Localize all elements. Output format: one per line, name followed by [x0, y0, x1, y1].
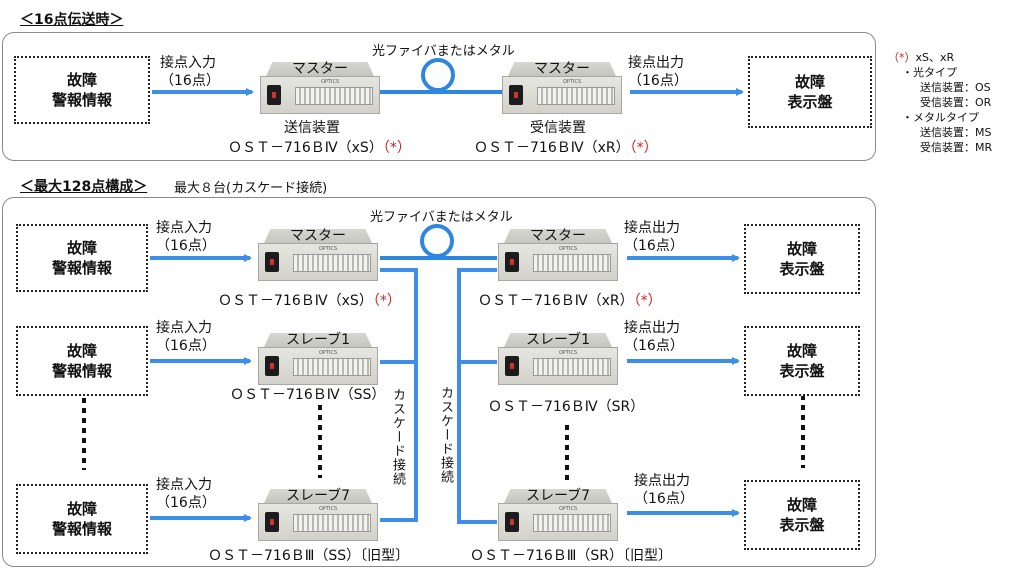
top-heading: ＜16点伝送時＞: [20, 12, 124, 28]
input-label-3: 接点入力（16点）: [156, 477, 216, 511]
power-switch-icon: [265, 512, 279, 532]
display-box-2: 故障表示盤: [744, 326, 860, 396]
left-slave7-model: ＯＳＴ－716ＢⅢ（SS）〔旧型〕: [208, 548, 410, 564]
left-master-model: ＯＳＴ－716ＢⅣ（xS）（*）: [218, 293, 401, 309]
display-box-1: 故障表示盤: [744, 224, 860, 294]
top-tx-device: OPTICS マスター: [260, 61, 380, 114]
bottom-fiber-coil: [420, 224, 454, 258]
top-rx-device: OPTICS マスター: [502, 61, 622, 114]
left-cascade-bus: [380, 268, 418, 522]
output-label-3: 接点出力（16点）: [634, 473, 694, 507]
input-label-2: 接点入力（16点）: [156, 320, 216, 354]
top-tx-role: 送信装置: [284, 120, 340, 136]
right-slave7-device: OPTICS スレーブ7: [498, 488, 618, 541]
legend: （*）xS、xR ・光タイプ 送信装置：OS 受信装置：OR ・メタルタイプ 送…: [888, 51, 993, 154]
left-slave1-device: OPTICS スレーブ1: [258, 332, 378, 385]
top-display-box: 故障 表示盤: [748, 56, 872, 128]
cascade-label-right: カスケード接続: [438, 386, 453, 484]
right-slave7-model: ＯＳＴ－716ＢⅢ（SR）〔旧型〕: [470, 548, 672, 564]
alarm-box-3: 故障警報情報: [16, 484, 148, 554]
input-label-1: 接点入力（16点）: [156, 220, 216, 254]
top-output-label: 接点出力 （16点）: [628, 55, 688, 89]
right-cascade-bus: [457, 268, 497, 524]
power-switch-icon: [265, 252, 279, 272]
top-alarm-box: 故障 警報情報: [14, 56, 150, 124]
cascade-label-left: カスケード接続: [390, 388, 405, 486]
power-switch-icon: [505, 512, 519, 532]
power-switch-icon: [505, 252, 519, 272]
right-slave1-model: ＯＳＴ－716ＢⅣ（SR）: [488, 399, 645, 415]
right-slave1-device: OPTICS スレーブ1: [498, 332, 618, 385]
top-tx-model: ＯＳＴ－716ＢⅣ（xS）（*）: [228, 140, 411, 156]
power-switch-icon: [265, 356, 279, 376]
power-switch-icon: [505, 356, 519, 376]
bottom-subheading: 最大８台(カスケード接続): [174, 181, 328, 196]
output-label-2: 接点出力（16点）: [624, 320, 684, 354]
power-switch-icon: [267, 85, 281, 105]
bottom-fiber-label: 光ファイバまたはメタル: [370, 210, 513, 225]
top-fiber-coil: [421, 58, 455, 92]
top-input-label: 接点入力 （16点）: [160, 55, 220, 89]
left-slave7-device: OPTICS スレーブ7: [258, 488, 378, 541]
bottom-heading: ＜最大128点構成＞: [20, 179, 148, 195]
top-fiber-label: 光ファイバまたはメタル: [372, 44, 515, 59]
top-rx-model: ＯＳＴ－716ＢⅣ（xR）（*）: [474, 140, 658, 156]
left-slave1-model: ＯＳＴ－716ＢⅣ（SS）: [230, 387, 386, 403]
display-box-3: 故障表示盤: [744, 480, 860, 550]
left-master-device: OPTICS マスター: [258, 228, 378, 281]
right-master-model: ＯＳＴ－716ＢⅣ（xR）（*）: [478, 293, 662, 309]
power-switch-icon: [509, 85, 523, 105]
alarm-box-1: 故障警報情報: [16, 224, 148, 292]
alarm-box-2: 故障警報情報: [16, 326, 148, 396]
top-rx-role: 受信装置: [530, 120, 586, 136]
output-label-1: 接点出力（16点）: [624, 220, 684, 254]
right-master-device: OPTICS マスター: [498, 228, 618, 281]
